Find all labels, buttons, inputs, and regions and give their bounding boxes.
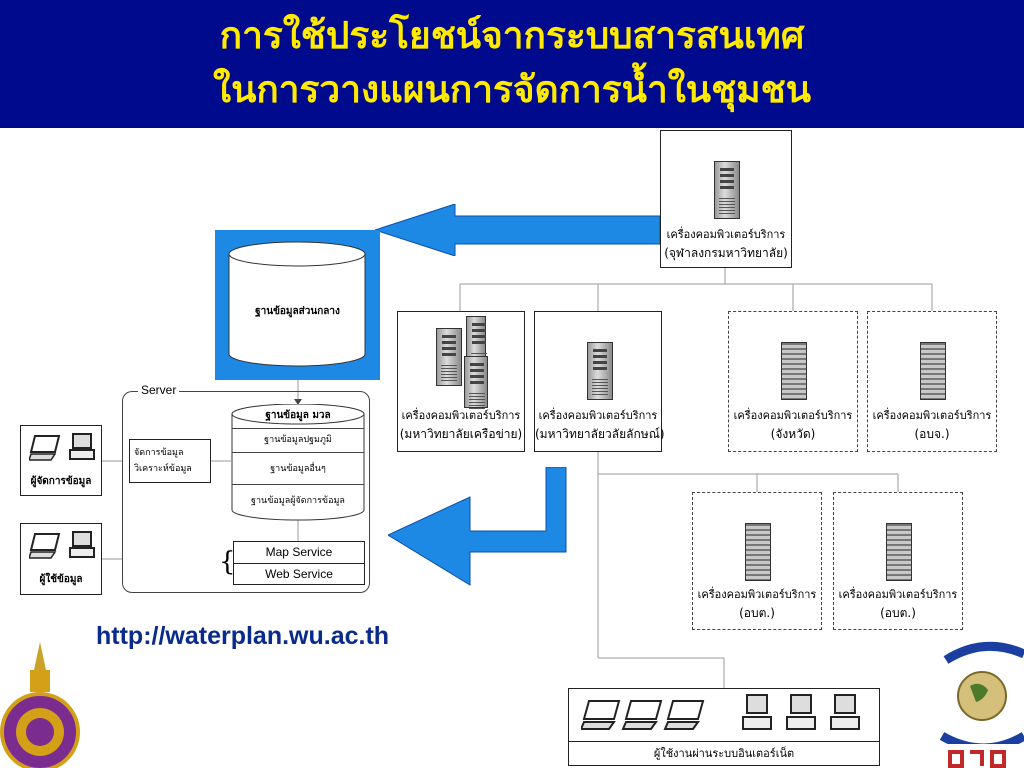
- server-label1: เครื่องคอมพิวเตอร์บริการ: [838, 588, 958, 601]
- title-line-1: การใช้ประโยชน์จากระบบสารสนเทศ: [219, 14, 805, 57]
- server-label1: เครื่องคอมพิวเตอร์บริการ: [697, 588, 817, 601]
- server-group: [122, 391, 370, 593]
- central-server-label1: เครื่องคอมพิวเตอร์บริการ: [666, 228, 786, 241]
- title-banner: การใช้ประโยชน์จากระบบสารสนเทศ ในการวางแผ…: [0, 0, 1024, 128]
- layered-database: ฐานข้อมูล มวล ฐานข้อมูลปฐมภูมิ ฐานข้อมูล…: [231, 404, 365, 522]
- central-database-label: ฐานข้อมูลส่วนกลาง: [255, 306, 340, 317]
- db-layer-4: ฐานข้อมูลผู้จัดการข้อมูล: [251, 496, 345, 506]
- internet-users-icons: [569, 689, 879, 742]
- desktop-pc-icon: [69, 531, 95, 558]
- server-label2: (จังหวัด): [770, 427, 816, 441]
- server-tower-icon: [587, 342, 613, 400]
- analyze-data-label: วิเคราะห์ข้อมูล: [134, 464, 192, 474]
- laptop-icon: [29, 533, 61, 559]
- left-arrow-icon: [375, 204, 660, 256]
- server-rack-icon: [781, 342, 807, 400]
- server-network-university: เครื่องคอมพิวเตอร์บริการ (มหาวิทยาลัยเคร…: [397, 311, 525, 452]
- desktop-pc-icon: [742, 694, 860, 730]
- internet-users: ผู้ใช้งานผ่านระบบอินเตอร์เน็ต: [568, 688, 880, 766]
- server-label2: (มหาวิทยาลัยเครือข่าย): [399, 427, 523, 441]
- server-rack-icon: [920, 342, 946, 400]
- title-line-2: ในการวางแผนการจัดการน้ำในชุมชน: [213, 68, 811, 111]
- db-layer-1: ฐานข้อมูล มวล: [265, 410, 331, 421]
- server-rack-icon: [886, 523, 912, 581]
- server-province: เครื่องคอมพิวเตอร์บริการ (จังหวัด): [728, 311, 858, 452]
- internet-users-label: ผู้ใช้งานผ่านระบบอินเตอร์เน็ต: [653, 747, 795, 760]
- elbow-arrow-icon: [388, 467, 567, 586]
- server-rack-icon: [745, 523, 771, 581]
- brace-icon: {: [219, 547, 236, 577]
- data-manager-label: ผู้จัดการข้อมูล: [30, 476, 92, 487]
- db-layer-2: ฐานข้อมูลปฐมภูมิ: [264, 435, 332, 445]
- server-label1: เครื่องคอมพิวเตอร์บริการ: [733, 409, 853, 422]
- server-tao-1: เครื่องคอมพิวเตอร์บริการ (อบต.): [692, 492, 822, 630]
- trf-logo: [940, 641, 1024, 768]
- data-manager-box: จัดการข้อมูล วิเคราะห์ข้อมูล: [129, 439, 211, 483]
- central-database-panel: ฐานข้อมูลส่วนกลาง: [215, 230, 380, 380]
- connector-manager-db: [211, 460, 231, 462]
- server-walailak: เครื่องคอมพิวเตอร์บริการ (มหาวิทยาลัยวลั…: [534, 311, 665, 452]
- server-label2: (มหาวิทยาลัยวลัยลักษณ์): [535, 427, 665, 441]
- server-tower-icon: [436, 328, 462, 386]
- central-server-label2: (จุฬาลงกรมหาวิทยาลัย): [664, 246, 788, 260]
- database-cylinder-icon: [231, 404, 365, 521]
- database-cylinder-icon: [228, 241, 366, 367]
- server-label1: เครื่องคอมพิวเตอร์บริการ: [401, 409, 521, 422]
- data-users: ผู้ใช้ข้อมูล: [20, 523, 102, 595]
- manage-data-label: จัดการข้อมูล: [134, 448, 184, 458]
- desktop-pc-icon: [69, 433, 95, 460]
- server-pao: เครื่องคอมพิวเตอร์บริการ (อบจ.): [867, 311, 997, 452]
- server-label1: เครื่องคอมพิวเตอร์บริการ: [872, 409, 992, 422]
- server-tower-icon: [466, 316, 487, 369]
- server-tower-icon: [464, 356, 488, 409]
- server-group-title: Server: [138, 383, 180, 397]
- server-tao-2: เครื่องคอมพิวเตอร์บริการ (อบต.): [833, 492, 963, 630]
- server-label2: (อบต.): [880, 606, 916, 620]
- website-url[interactable]: http://waterplan.wu.ac.th: [96, 622, 390, 650]
- laptop-icon: [581, 700, 705, 730]
- map-service-label: Map Service: [234, 542, 364, 564]
- web-service-label: Web Service: [265, 567, 333, 581]
- server-label2: (อบจ.): [914, 427, 950, 441]
- data-manager-users: ผู้จัดการข้อมูล: [20, 425, 102, 496]
- university-seal-logo: [0, 642, 80, 768]
- laptop-icon: [29, 435, 61, 461]
- db-layer-3: ฐานข้อมูลอื่นๆ: [270, 464, 326, 474]
- server-label1: เครื่องคอมพิวเตอร์บริการ: [538, 409, 658, 422]
- data-user-label: ผู้ใช้ข้อมูล: [39, 574, 83, 585]
- central-server: เครื่องคอมพิวเตอร์บริการ (จุฬาลงกรมหาวิท…: [660, 130, 792, 268]
- server-tower-icon: [714, 161, 740, 219]
- services-box: Map Service Web Service: [233, 541, 365, 585]
- server-label2: (อบต.): [739, 606, 775, 620]
